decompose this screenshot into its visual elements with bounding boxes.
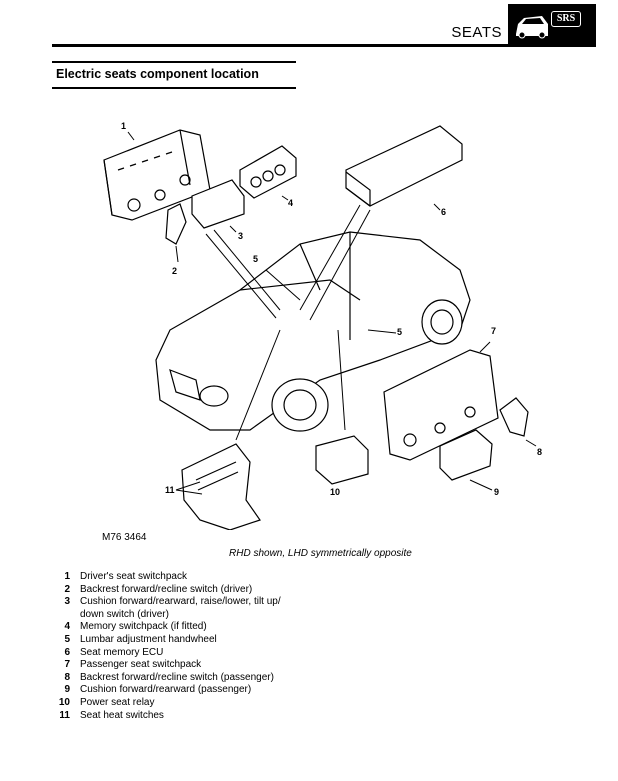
backrest-switch-passenger-illustration bbox=[499, 397, 529, 437]
car-icon bbox=[516, 16, 548, 39]
legend-text: Seat heat switches bbox=[80, 709, 164, 721]
memory-switchpack-illustration bbox=[239, 145, 297, 199]
legend-text: Seat memory ECU bbox=[80, 646, 164, 658]
callout-2: 2 bbox=[172, 266, 178, 276]
srs-logo: SRS bbox=[508, 4, 596, 46]
section-rule-bottom bbox=[52, 87, 296, 89]
callout-1: 1 bbox=[121, 121, 127, 131]
legend-number: 5 bbox=[64, 633, 70, 645]
legend-number: 10 bbox=[58, 696, 70, 708]
legend-text: Cushion forward/rearward, raise/lower, t… bbox=[80, 596, 281, 620]
srs-badge: SRS bbox=[551, 11, 581, 27]
callout-11: 11 bbox=[165, 485, 175, 495]
legend-number: 2 bbox=[64, 583, 70, 595]
callout-10: 10 bbox=[330, 487, 341, 497]
legend-item: 11 Seat heat switches bbox=[52, 710, 281, 723]
legend-text: Power seat relay bbox=[80, 696, 155, 708]
seat-heat-console-illustration bbox=[181, 443, 261, 530]
legend-item: 4 Memory switchpack (if fitted) bbox=[52, 621, 281, 634]
callout-9: 9 bbox=[494, 487, 500, 497]
legend-number: 8 bbox=[64, 671, 70, 683]
callout-6: 6 bbox=[441, 207, 447, 217]
header-rule bbox=[52, 44, 596, 47]
legend-item: 8 Backrest forward/recline switch (passen… bbox=[52, 672, 281, 685]
legend-item: 1 Driver's seat switchpack bbox=[52, 571, 281, 584]
car-illustration bbox=[155, 231, 471, 432]
callout-4: 4 bbox=[288, 198, 294, 208]
legend-text: Cushion forward/rearward (passenger) bbox=[80, 684, 252, 696]
legend-text: Backrest forward/recline switch (driver) bbox=[80, 583, 253, 595]
cushion-switch-passenger-illustration bbox=[439, 429, 493, 481]
legend-number: 7 bbox=[64, 659, 70, 671]
component-diagram bbox=[103, 125, 537, 530]
passenger-switchpack-illustration bbox=[383, 349, 499, 461]
legend-number: 6 bbox=[64, 646, 70, 658]
legend-item: 3 Cushion forward/rearward, raise/lower, … bbox=[52, 596, 281, 621]
legend-text: Lumbar adjustment handwheel bbox=[80, 633, 217, 645]
section-title-seats: SEATS bbox=[451, 24, 502, 41]
legend-item: 5 Lumbar adjustment handwheel bbox=[52, 634, 281, 647]
figure-caption: RHD shown, LHD symmetrically opposite bbox=[229, 548, 412, 559]
backrest-switch-driver-illustration bbox=[165, 203, 187, 245]
page-title: Electric seats component location bbox=[56, 67, 259, 81]
legend-number: 3 bbox=[64, 596, 70, 608]
legend-item: 9 Cushion forward/rearward (passenger) bbox=[52, 684, 281, 697]
callout-5b: 5 bbox=[397, 327, 403, 337]
leader-lines bbox=[127, 131, 537, 495]
legend-number: 4 bbox=[64, 621, 70, 633]
callout-7: 7 bbox=[491, 326, 497, 336]
legend-text: Backrest forward/recline switch (passeng… bbox=[80, 671, 274, 683]
section-rule-top bbox=[52, 61, 296, 63]
driver-switchpack-illustration bbox=[103, 129, 211, 221]
legend-number: 11 bbox=[59, 709, 70, 721]
legend-item: 7 Passenger seat switchpack bbox=[52, 659, 281, 672]
figure-reference: M76 3464 bbox=[102, 532, 147, 543]
power-seat-relay-illustration bbox=[315, 435, 369, 485]
callout-3: 3 bbox=[238, 231, 244, 241]
seat-memory-ecu-illustration bbox=[345, 125, 463, 207]
legend-text: Memory switchpack (if fitted) bbox=[80, 621, 207, 633]
legend-text: Driver's seat switchpack bbox=[80, 571, 187, 582]
callout-8: 8 bbox=[537, 447, 543, 457]
legend-item: 6 Seat memory ECU bbox=[52, 647, 281, 660]
legend-number: 1 bbox=[64, 571, 70, 582]
legend-text: Passenger seat switchpack bbox=[80, 659, 202, 671]
cushion-switch-driver-illustration bbox=[191, 179, 245, 229]
legend-item: 2 Backrest forward/recline switch (driver… bbox=[52, 584, 281, 597]
callout-5a: 5 bbox=[253, 254, 259, 264]
legend-number: 9 bbox=[64, 684, 70, 696]
legend-item: 10 Power seat relay bbox=[52, 697, 281, 710]
